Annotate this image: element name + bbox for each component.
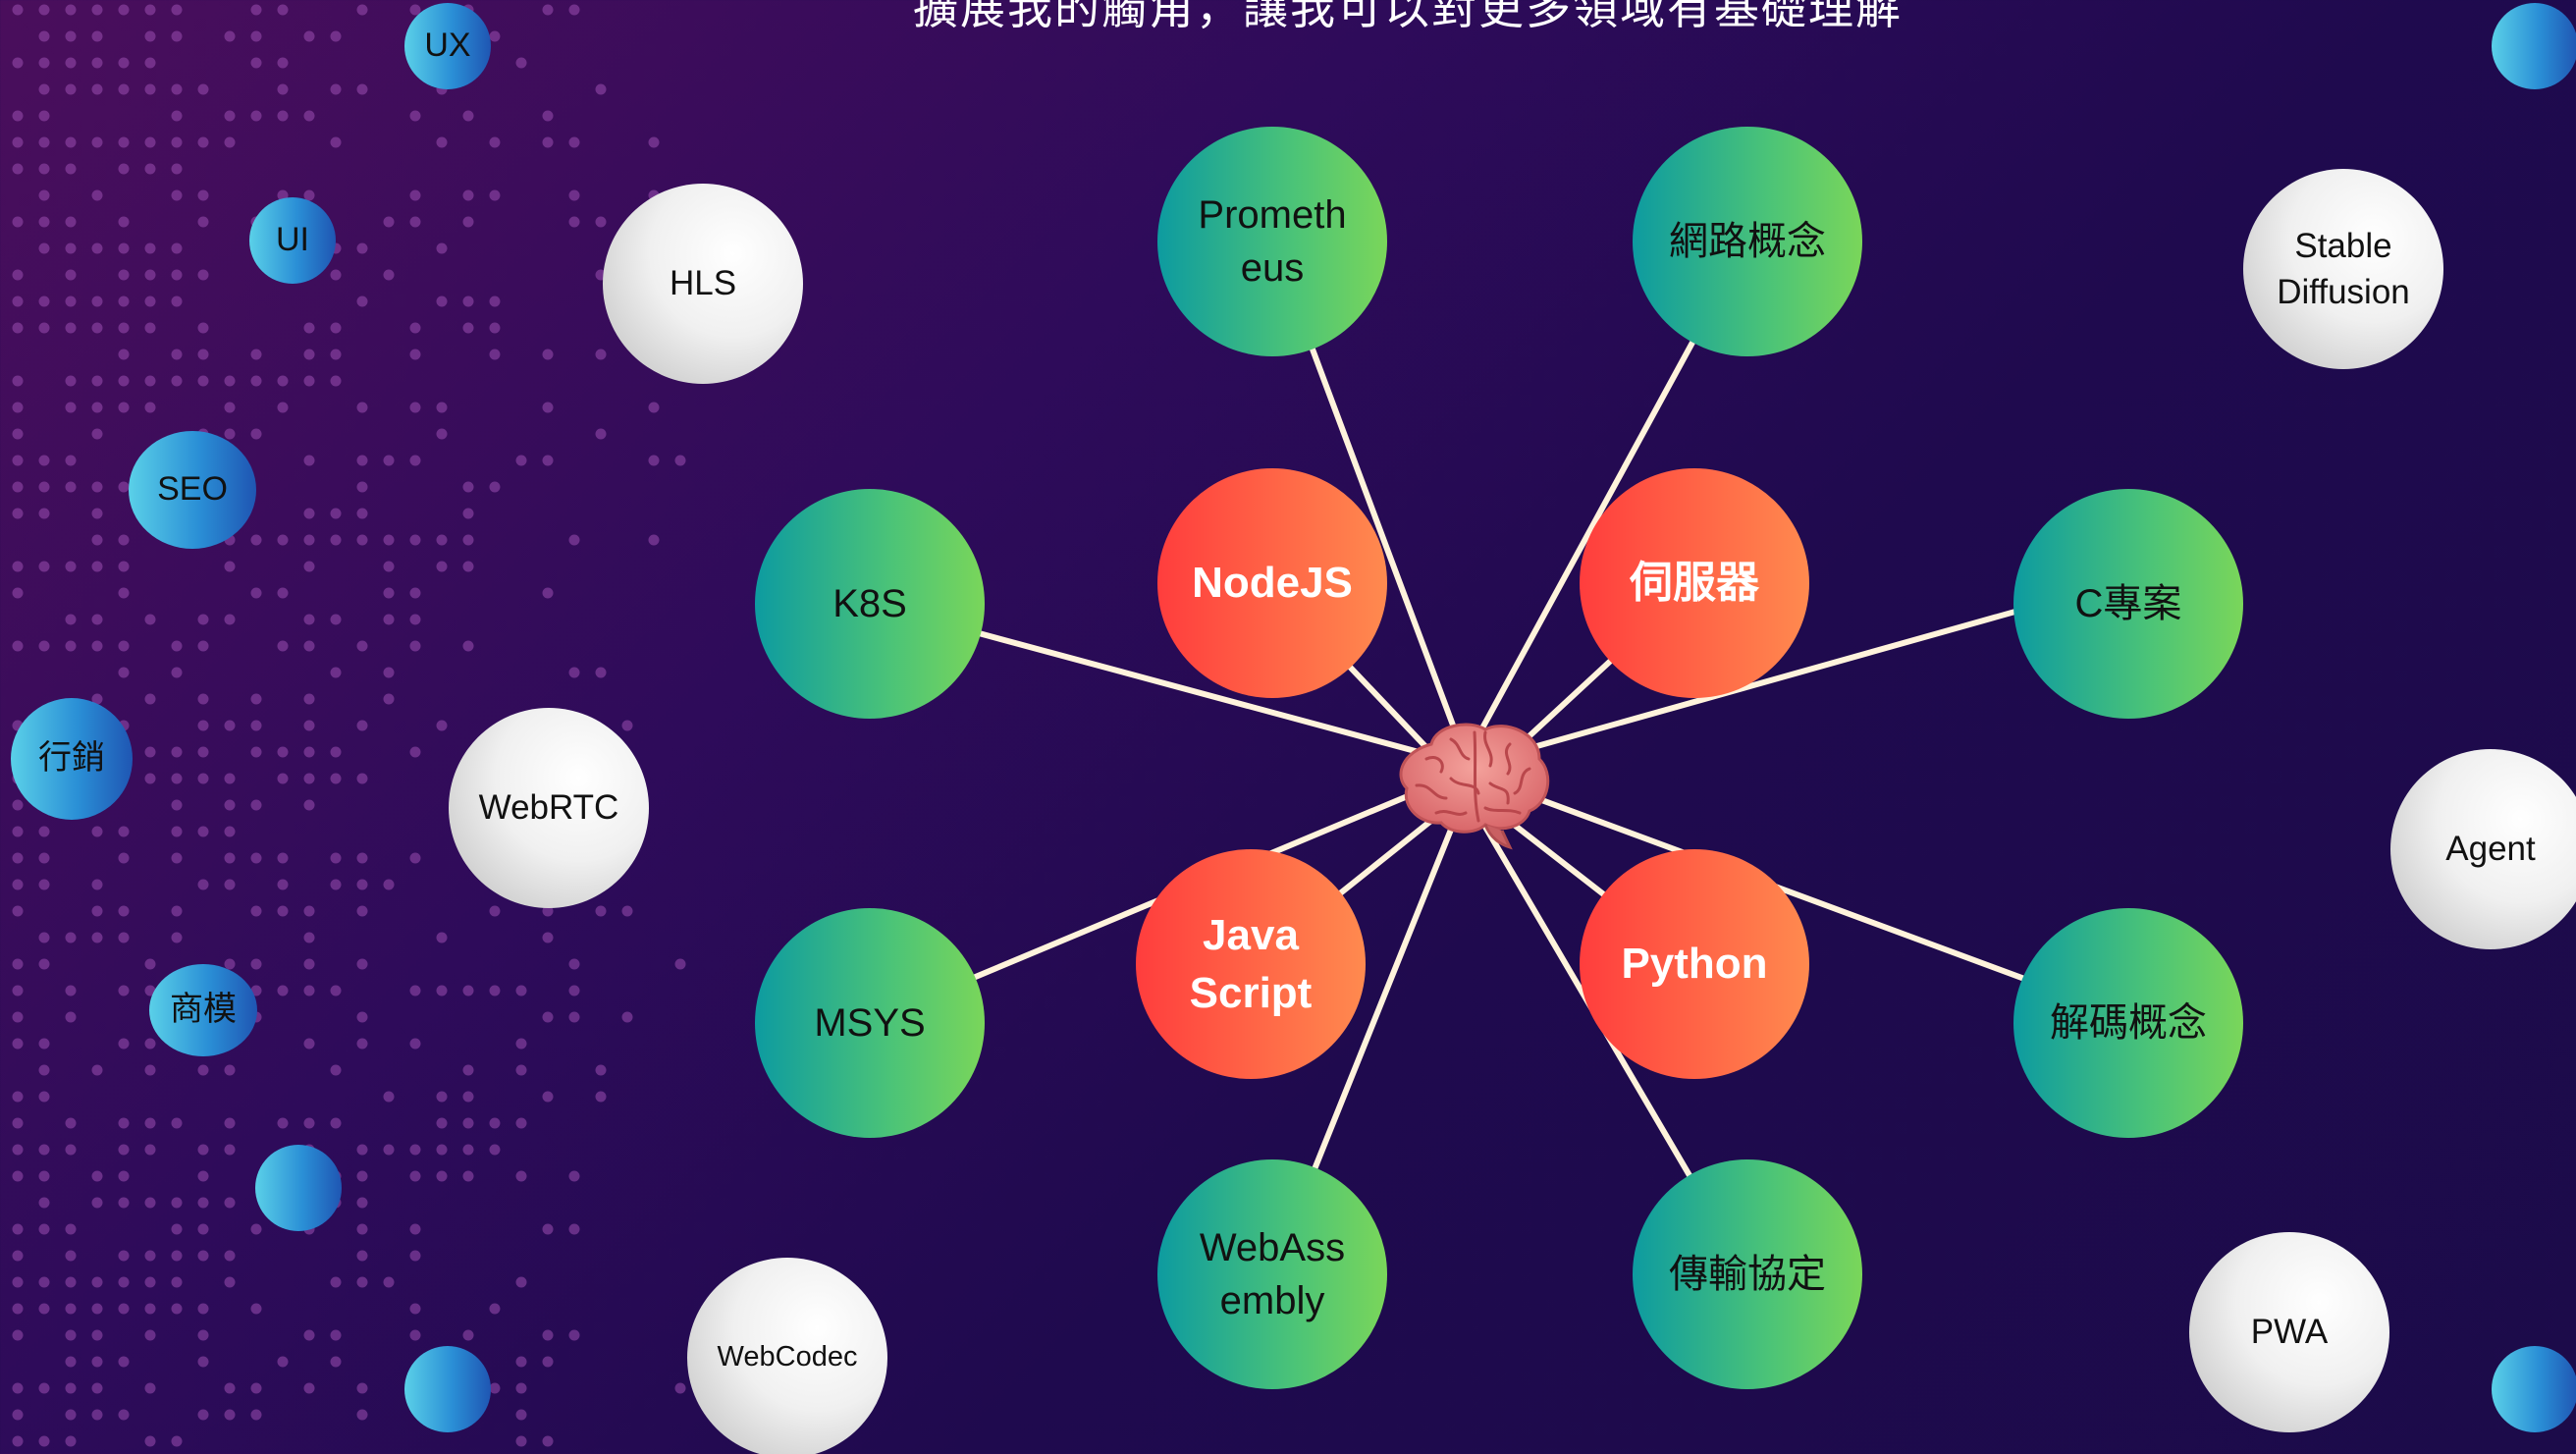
node-ux: UX [404,3,491,89]
node-msys: MSYS [755,908,985,1138]
page-title: 擴展我的觸角，讓我可以對更多領域有基礎理解 [913,0,1903,33]
node-business-model: 商模 [149,964,257,1056]
node-marketing: 行銷 [11,698,133,820]
node-webrtc: WebRTC [449,708,649,908]
node-blank-1 [255,1145,342,1231]
node-protocol: 傳輸協定 [1633,1159,1862,1389]
node-c-project: C專案 [2013,489,2243,719]
node-nodejs: NodeJS [1157,468,1387,698]
node-seo: SEO [129,431,256,549]
node-python: Python [1580,849,1809,1079]
node-blank-2 [404,1346,491,1432]
node-javascript: Java Script [1136,849,1366,1079]
node-server: 伺服器 [1580,468,1809,698]
node-blank-3 [2492,3,2576,89]
node-prometheus: Prometh eus [1157,127,1387,356]
node-blank-4 [2492,1346,2576,1432]
node-webassembly: WebAss embly [1157,1159,1387,1389]
node-ui: UI [249,197,336,284]
node-network: 網路概念 [1633,127,1862,356]
node-webcodec: WebCodec [687,1258,887,1454]
node-k8s: K8S [755,489,985,719]
node-agent: Agent [2390,749,2576,949]
node-decode: 解碼概念 [2013,908,2243,1138]
brain-icon [1399,723,1550,850]
node-pwa: PWA [2189,1232,2389,1432]
node-stable-diffusion: Stable Diffusion [2243,169,2443,369]
node-hls: HLS [603,184,803,384]
